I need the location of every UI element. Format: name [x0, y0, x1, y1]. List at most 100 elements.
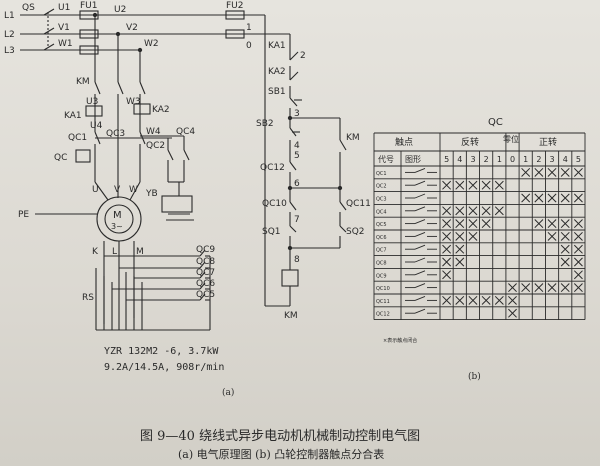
label-u4: U4: [90, 121, 103, 131]
label-v1: V1: [58, 23, 70, 33]
label-w1: W1: [58, 39, 73, 49]
closed-mark: [560, 283, 570, 293]
position-header: 2: [484, 155, 489, 164]
closed-mark: [534, 193, 544, 203]
table-head-contact: 触点: [395, 136, 413, 148]
label-l2: L2: [4, 30, 15, 40]
label-l3: L3: [4, 46, 15, 56]
label-ka2: KA2: [268, 67, 286, 77]
closed-mark: [442, 270, 452, 280]
label-node-5: 5: [294, 151, 300, 161]
label-w3: W3: [126, 97, 141, 107]
closed-mark: [442, 219, 452, 229]
closed-mark: [455, 257, 465, 267]
closed-mark: [455, 206, 465, 216]
label-qc10: QC10: [262, 199, 287, 209]
label-ka1: KA1: [268, 41, 286, 51]
closed-mark: [481, 295, 491, 305]
closed-mark: [573, 270, 583, 280]
label-w: W: [129, 185, 138, 195]
closed-mark: [547, 193, 557, 203]
label-node-7: 7: [294, 215, 300, 225]
contact-symbol: [414, 283, 426, 289]
row-code: QC6: [376, 235, 387, 241]
label-ka2-main: KA2: [152, 105, 170, 115]
closed-mark: [442, 180, 452, 190]
row-code: QC7: [376, 248, 387, 254]
closed-mark: [442, 257, 452, 267]
closed-mark: [560, 167, 570, 177]
table-title: QC: [488, 117, 503, 128]
closed-mark: [534, 283, 544, 293]
position-header: 5: [576, 155, 581, 164]
label-qc4: QC4: [176, 127, 195, 137]
label-yb: YB: [145, 189, 158, 199]
label-qc7: QC7: [196, 268, 215, 278]
contact-symbol: [414, 244, 426, 250]
closed-mark: [521, 283, 531, 293]
contact-symbol: [414, 231, 426, 237]
label-qc-box: QC: [54, 153, 67, 163]
label-u3: U3: [86, 97, 98, 107]
row-code: QC5: [376, 222, 387, 228]
position-header: 3: [550, 155, 555, 164]
closed-mark: [494, 180, 504, 190]
label-l: L: [112, 247, 117, 257]
position-header: 2: [536, 155, 541, 164]
label-sq1: SQ1: [262, 227, 281, 237]
closed-mark: [560, 231, 570, 241]
contact-symbol: [414, 219, 426, 225]
closed-mark: [442, 295, 452, 305]
label-node-8: 8: [294, 255, 300, 265]
position-header: 3: [470, 155, 475, 164]
closed-mark: [547, 231, 557, 241]
label-km-coil: KM: [284, 311, 298, 321]
position-header: 0: [510, 155, 515, 164]
closed-mark: [573, 193, 583, 203]
label-motor-phase: 3~: [111, 222, 123, 231]
row-code: QC11: [376, 299, 390, 305]
label-b: (b): [468, 372, 481, 382]
label-rs: RS: [82, 293, 94, 303]
label-motor-m: M: [113, 210, 122, 221]
closed-mark: [560, 244, 570, 254]
table-head-reverse: 反转: [461, 136, 479, 148]
closed-mark: [481, 180, 491, 190]
closed-mark: [534, 167, 544, 177]
contact-symbol: [414, 193, 426, 199]
label-km-main: KM: [76, 77, 90, 87]
closed-mark: [508, 295, 517, 305]
label-qc1-main: QC1: [68, 133, 87, 143]
label-fu1: FU1: [80, 1, 98, 11]
contact-symbol: [414, 206, 426, 212]
label-sb1: SB1: [268, 87, 286, 97]
label-a: (a): [222, 388, 235, 398]
contact-symbol: [414, 257, 426, 263]
closed-mark: [455, 180, 465, 190]
closed-mark: [573, 244, 583, 254]
label-node-6: 6: [294, 179, 300, 189]
label-ka1-main: KA1: [64, 111, 82, 121]
label-pe: PE: [18, 210, 29, 220]
closed-mark: [494, 206, 504, 216]
label-l1: L1: [4, 11, 15, 21]
closed-mark: [534, 219, 544, 229]
label-qc11: QC11: [346, 199, 371, 209]
row-code: QC2: [376, 184, 387, 190]
closed-mark: [560, 257, 570, 267]
label-qc3: QC3: [106, 129, 125, 139]
contact-symbol: [414, 167, 426, 173]
closed-mark: [560, 219, 570, 229]
closed-mark: [573, 283, 583, 293]
table-note: ×表示触点闭合: [383, 337, 417, 344]
label-u: U: [92, 185, 99, 195]
motor-spec-line1: YZR 132M2 -6, 3.7kW: [104, 346, 219, 357]
table-head-shape: 图形: [405, 155, 421, 164]
figure-title: 图 9—40 绕线式异步电动机机械制动控制电气图: [140, 429, 421, 444]
closed-mark: [560, 193, 570, 203]
label-qc2: QC2: [146, 141, 165, 151]
closed-mark: [508, 283, 517, 293]
